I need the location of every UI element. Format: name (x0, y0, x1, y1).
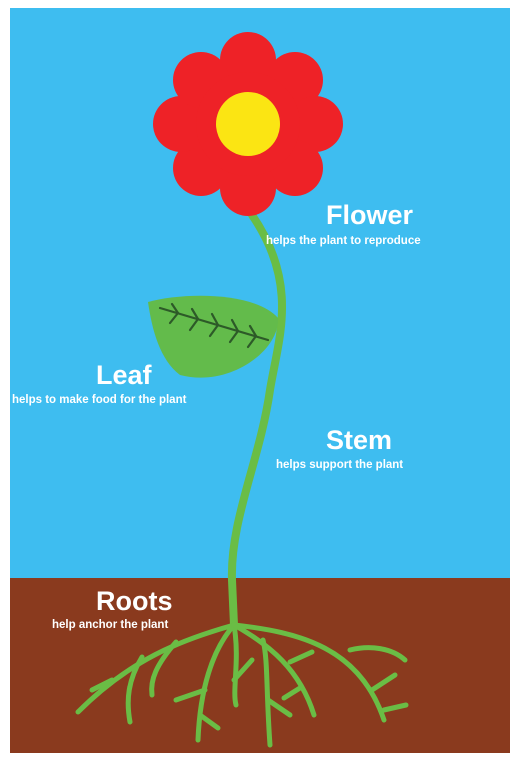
flower-label-title: Flower (326, 202, 413, 229)
leaf-label-title: Leaf (96, 362, 152, 389)
flower-label-description: helps the plant to reproduce (266, 236, 421, 248)
soil-background (10, 578, 510, 753)
leaf-label-description: helps to make food for the plant (12, 395, 186, 407)
stem-label-description: helps support the plant (276, 460, 403, 472)
stem-label-title: Stem (326, 427, 392, 454)
roots-label-title: Roots (96, 588, 173, 615)
flower-center (216, 92, 280, 156)
roots-label-description: help anchor the plant (52, 620, 168, 632)
